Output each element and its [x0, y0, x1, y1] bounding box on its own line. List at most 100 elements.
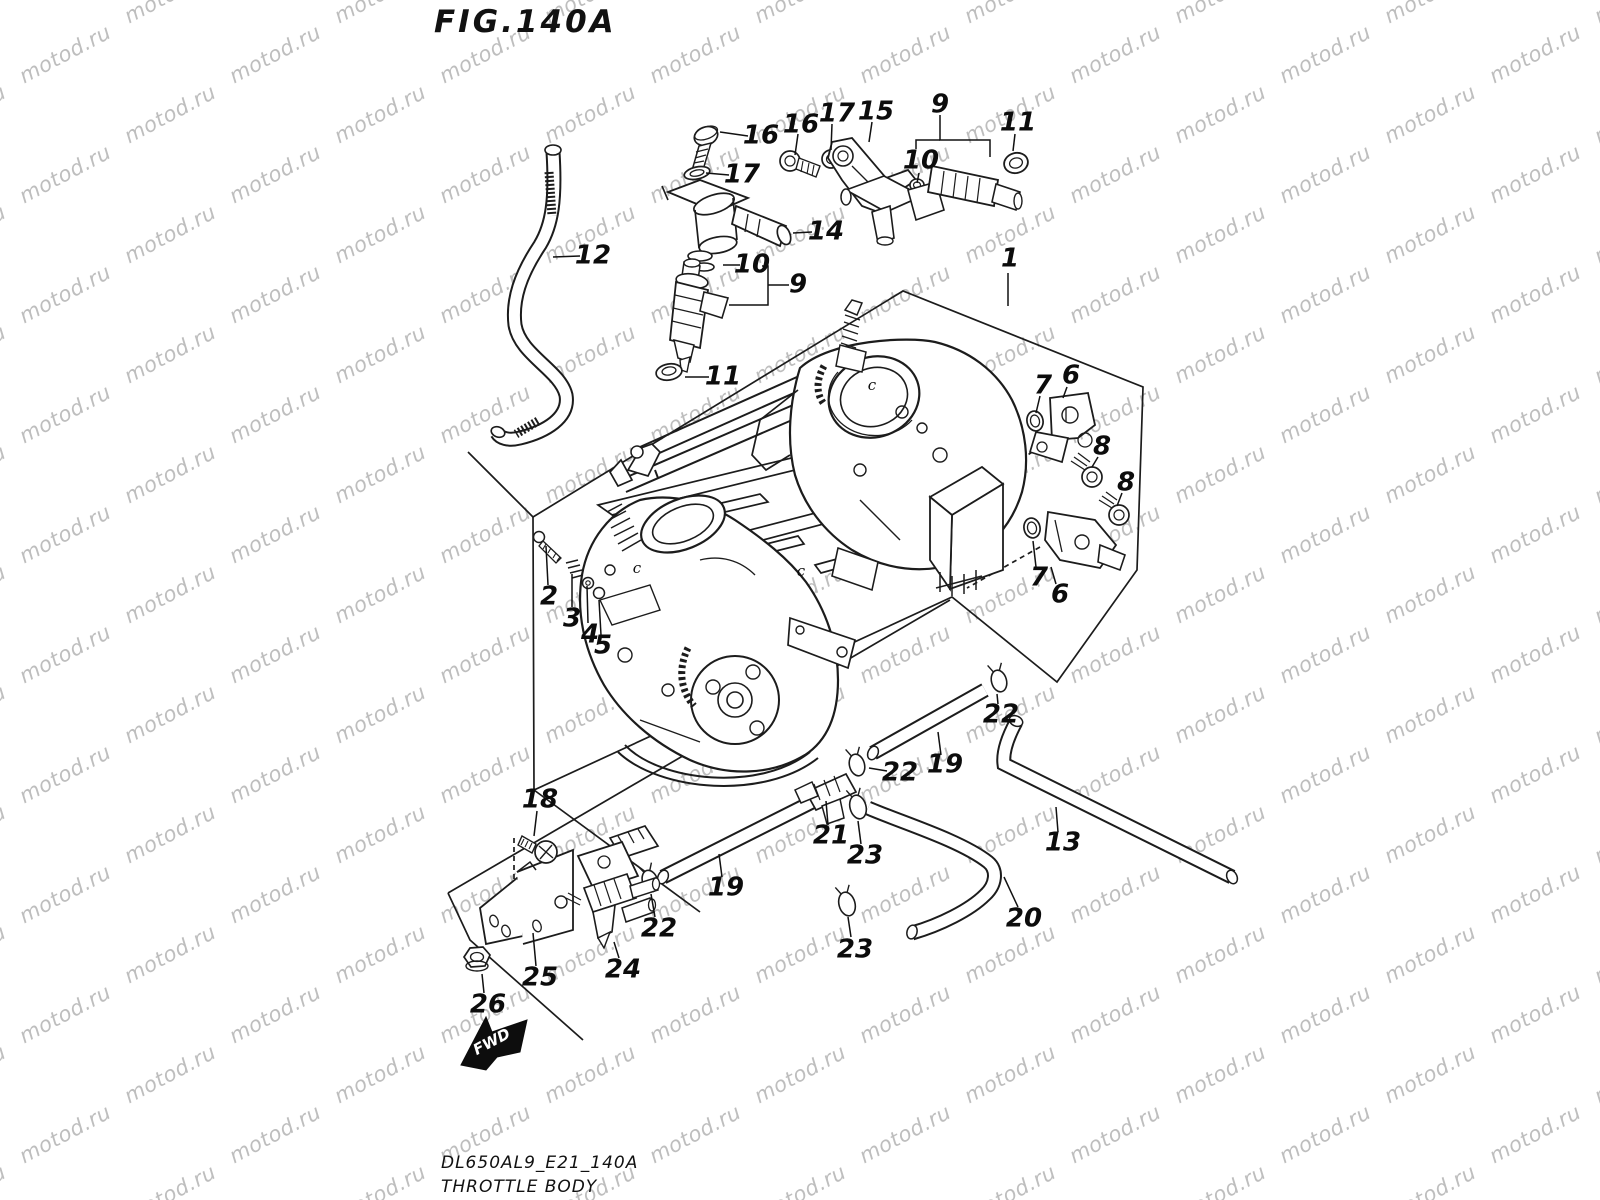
fuel-injector-9b [669, 258, 730, 373]
solenoid-valve-24 [554, 824, 661, 950]
callout-leader-15 [868, 121, 873, 143]
callout-leader-4 [586, 585, 589, 624]
part-number-12: 12 [575, 241, 611, 271]
part-number-10: 10 [734, 250, 770, 280]
callout-leader-24 [613, 941, 620, 959]
callout-leader-26 [481, 973, 485, 994]
cushion-11b [655, 362, 683, 382]
part-number-16: 16 [743, 121, 779, 151]
o-ring-7b [1023, 517, 1041, 539]
part-number-11: 11 [705, 362, 741, 392]
figure-name: THROTTLE BODY [441, 1177, 598, 1197]
part-number-17: 17 [724, 160, 761, 190]
part-number-23: 23 [837, 935, 873, 965]
callout-leader-17 [705, 172, 730, 176]
part-number-26: 26 [470, 990, 506, 1020]
rear-throttle-body [751, 299, 1028, 596]
hose-13 [996, 714, 1239, 885]
part-number-4: 4 [580, 620, 599, 650]
part-number-1: 1 [1001, 244, 1019, 274]
callout-leader-8 [1091, 456, 1099, 468]
part-number-18: 18 [522, 785, 558, 815]
callout-leader-9 [729, 265, 769, 306]
clamp-22-b [845, 746, 866, 777]
part-number-7: 7 [1034, 371, 1053, 401]
callout-leader-22 [868, 767, 888, 772]
iap-sensor-6b [1044, 510, 1126, 572]
hose-20 [864, 801, 1002, 941]
part-number-23: 23 [847, 841, 883, 871]
callout-leader-18 [533, 810, 538, 837]
nut-26 [462, 946, 492, 972]
callout-leader-13 [1055, 806, 1059, 833]
callout-leader-16 [794, 133, 799, 156]
bolt-8b [1098, 491, 1130, 526]
callout-leader-19 [718, 853, 723, 878]
callout-leader-6 [1050, 566, 1057, 585]
tps-sensor-6a [1028, 391, 1097, 464]
figure-code: DL650AL9_E21_140A [441, 1153, 639, 1173]
callout-leader-21 [825, 800, 829, 826]
part-number-15: 15 [858, 97, 894, 127]
part-number-14: 14 [808, 217, 844, 247]
callout-leader-12 [552, 255, 581, 258]
part-number-9: 9 [931, 90, 949, 120]
part-number-9: 9 [789, 270, 807, 300]
fuel-injector-9a [907, 164, 1023, 222]
callout-leader-23 [857, 820, 862, 845]
part-number-6: 6 [1062, 361, 1080, 391]
part-number-5: 5 [594, 631, 612, 661]
clamp-23-b [834, 884, 857, 917]
part-number-22: 22 [882, 758, 918, 788]
isc-valve-box [928, 465, 1005, 596]
callout-leader-9 [939, 115, 991, 157]
part-number-19: 19 [708, 873, 744, 903]
callout-leader-16 [719, 131, 749, 137]
figure-title: FIG.140A [434, 4, 617, 40]
callout-leader-20 [1003, 876, 1019, 908]
fwd-arrow: FWD [460, 1015, 528, 1071]
bolt-16b [779, 150, 821, 178]
part-number-2: 2 [540, 582, 558, 612]
callout-leader-5 [598, 599, 602, 636]
part-number-20: 20 [1006, 904, 1042, 934]
callout-leader-7 [1035, 395, 1041, 414]
tee-joint-21 [794, 772, 858, 825]
callout-leader-8 [1116, 492, 1123, 507]
callout-leader-17 [830, 123, 833, 151]
part-number-22: 22 [983, 700, 1019, 730]
figure-footer: DL650AL9_E21_140A THROTTLE BODY [441, 1153, 638, 1197]
callout-leader-25 [532, 932, 537, 967]
hose-19-lower [656, 786, 834, 885]
clamp-23-a [845, 787, 868, 820]
part-number-8: 8 [1117, 468, 1135, 498]
front-throttle-body [579, 443, 857, 787]
part-number-17: 17 [819, 99, 856, 129]
o-ring-7a [1026, 410, 1044, 432]
part-number-6: 6 [1051, 580, 1069, 610]
fuel-pipe-joint-14 [661, 179, 792, 255]
cast-mark: c [633, 559, 642, 577]
callout-leader-2 [545, 545, 549, 586]
screw-16a [692, 125, 719, 171]
callout-leader-22 [650, 893, 656, 918]
screw-18 [517, 835, 558, 864]
hose-12 [490, 144, 574, 447]
bellows-ribs [606, 503, 642, 552]
idle-screw-set [532, 530, 606, 600]
callout-leader-9 [915, 139, 940, 149]
part-number-11: 11 [1000, 108, 1036, 138]
part-number-25: 25 [522, 963, 558, 993]
callout-leader-11 [1012, 133, 1016, 152]
part-number-3: 3 [563, 604, 581, 634]
callout-leader-23 [847, 916, 852, 938]
callout-leader-19 [937, 731, 942, 756]
part-number-7: 7 [1030, 563, 1049, 593]
part-number-13: 13 [1045, 828, 1081, 858]
o-ring-17a [683, 165, 711, 181]
hose-19-upper [866, 683, 989, 761]
part-number-8: 8 [1093, 432, 1111, 462]
